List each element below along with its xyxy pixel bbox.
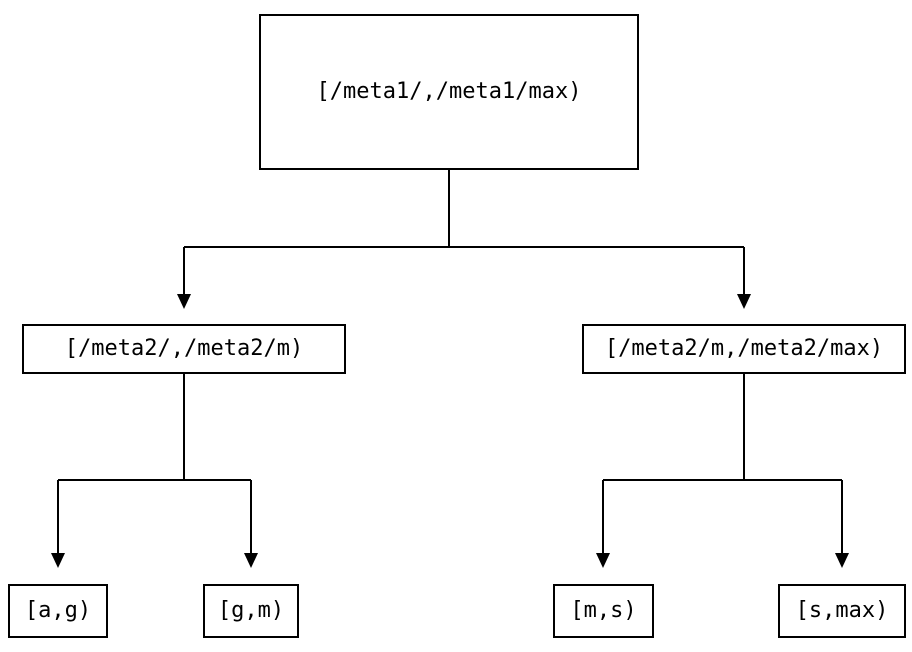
node-leaf-ag: [a,g): [8, 584, 108, 638]
node-leaf-smax: [s,max): [778, 584, 906, 638]
node-leaf-gm: [g,m): [203, 584, 299, 638]
edge-root-to-children: [183, 170, 745, 294]
edge-leftmid-to-leaves: [57, 374, 252, 553]
arrowhead-icon: [244, 553, 258, 568]
arrowhead-icon: [835, 553, 849, 568]
arrowhead-icon: [737, 294, 751, 309]
arrowhead-icon: [51, 553, 65, 568]
arrowhead-icon: [596, 553, 610, 568]
node-leaf-ms: [m,s): [553, 584, 654, 638]
node-left-child: [/meta2/,/meta2/m): [22, 324, 346, 374]
arrowhead-icon: [177, 294, 191, 309]
node-right-child: [/meta2/m,/meta2/max): [582, 324, 906, 374]
node-root: [/meta1/,/meta1/max): [259, 14, 639, 170]
edge-rightmid-to-leaves: [602, 374, 843, 553]
